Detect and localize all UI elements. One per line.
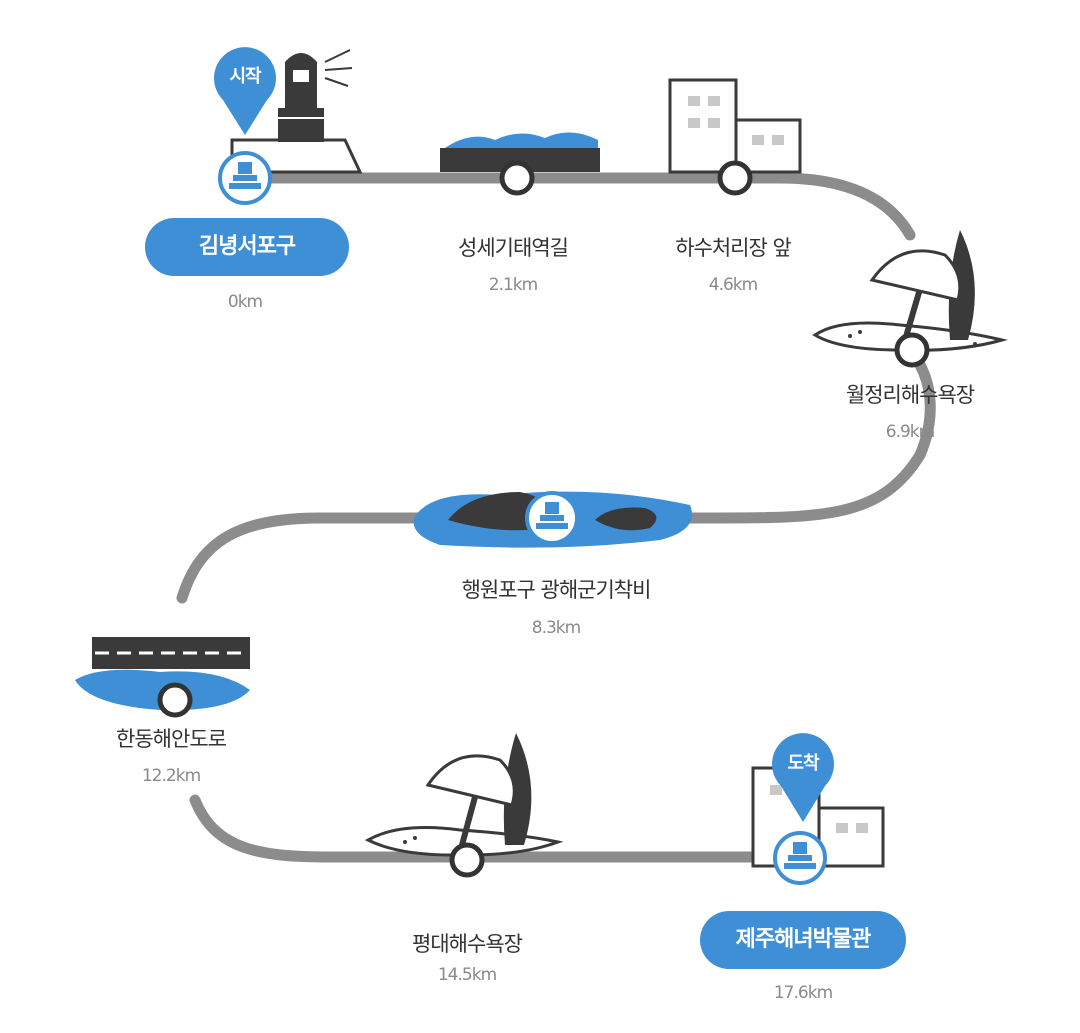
- route-node[interactable]: [717, 160, 753, 196]
- stop-name: 하수처리장 앞: [675, 236, 792, 260]
- end-pin-label: 도착: [787, 753, 819, 774]
- stop-name: 성세기태역길: [458, 236, 569, 260]
- route-node[interactable]: [894, 332, 930, 368]
- stop-distance: 0km: [227, 292, 263, 312]
- beach-umbrella-icon: [364, 733, 564, 857]
- stop-distance: 4.6km: [708, 275, 758, 295]
- location-pin-icon: [772, 733, 834, 822]
- stop-distance: 14.5km: [437, 965, 497, 985]
- stop-name: 한동해안도로: [116, 727, 227, 751]
- stop-name: 월정리해수욕장: [845, 383, 975, 407]
- stop-name: 행원포구 광해군기착비: [461, 578, 652, 602]
- route-node[interactable]: [157, 682, 193, 718]
- stop-distance: 12.2km: [141, 766, 201, 786]
- route-track: [176, 172, 936, 863]
- stop-distance: 17.6km: [773, 983, 833, 1003]
- start-pin-label: 시작: [229, 66, 261, 87]
- stone-marker-icon[interactable]: [525, 491, 579, 545]
- route-node[interactable]: [499, 160, 535, 196]
- stop-name-pill[interactable]: 제주해녀박물관: [700, 911, 906, 969]
- stop-name-pill[interactable]: 김녕서포구: [145, 218, 349, 276]
- building-icon: [668, 78, 802, 174]
- location-pin-icon: [214, 47, 276, 136]
- beach-umbrella-icon: [812, 230, 1008, 352]
- stop-distance: 2.1km: [488, 275, 538, 295]
- coastal-road-icon: [75, 637, 250, 711]
- stop-distance: 6.9km: [885, 422, 935, 442]
- stop-distance: 8.3km: [531, 618, 581, 638]
- stone-marker-icon[interactable]: [218, 151, 272, 205]
- route-node[interactable]: [449, 842, 485, 878]
- stone-marker-icon[interactable]: [773, 831, 827, 885]
- rock-shore-icon: [440, 132, 600, 172]
- stop-name: 평대해수욕장: [412, 932, 523, 956]
